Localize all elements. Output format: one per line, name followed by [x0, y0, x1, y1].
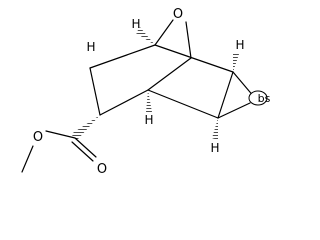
h-label-c2: H: [235, 38, 244, 52]
bond-c-o-ether: [45, 130, 76, 139]
bond-c3-epoxide-o: [217, 102, 251, 119]
h-label-c3: H: [210, 141, 219, 155]
bond-c1-o-bridge: [154, 19, 174, 46]
bond-o-bridge-c4: [185, 21, 192, 59]
carbonyl-oxygen-label: O: [97, 162, 107, 177]
hash-bond-ester: [71, 115, 100, 140]
hash-bond-h2: [233, 52, 239, 72]
bridge-oxygen-label: O: [173, 7, 183, 22]
bond-c2-c3: [217, 71, 234, 119]
ether-oxygen-label: O: [33, 130, 43, 145]
bond-o-methyl: [21, 145, 34, 173]
hash-bond-h3: [212, 118, 218, 140]
hash-bond-h1: [136, 27, 155, 45]
epoxide-label: bs: [258, 92, 271, 105]
bond-c4-c7: [147, 57, 192, 91]
bond-c5-c4: [99, 89, 149, 116]
epoxide-oxygen-oval: [248, 90, 268, 106]
bond-c1-c6: [89, 44, 156, 69]
molecule-diagram: O bs H H H H H O O: [21, 7, 271, 177]
bond-carbonyl-o-2: [71, 141, 94, 162]
h-label-c6: H: [86, 40, 95, 54]
bond-c6-c5: [89, 67, 101, 116]
hash-bond-h4: [146, 90, 152, 112]
h-label-c1: H: [131, 17, 140, 31]
bond-c4-c3: [147, 89, 219, 119]
h-label-c4: H: [144, 113, 153, 127]
bond-carbonyl-o-1: [74, 137, 97, 158]
bond-c1-c2: [154, 44, 234, 73]
